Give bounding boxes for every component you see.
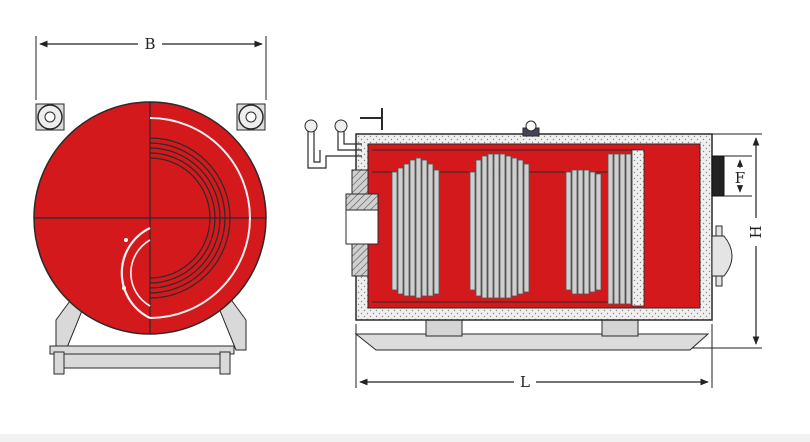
base-skid (354, 317, 710, 351)
dimension-f: F (724, 155, 752, 197)
dimension-f-label: F (735, 169, 745, 187)
front-view: B (33, 35, 267, 375)
lifting-lug-right (236, 103, 266, 131)
bottom-band (0, 434, 810, 442)
dimension-b: B (35, 35, 267, 100)
rear-inspection-cover (711, 225, 733, 287)
dimension-l-label: L (520, 373, 530, 391)
tube-bank-1 (391, 157, 440, 299)
inlet-pipes (307, 108, 383, 169)
front-inner-arc (120, 227, 151, 319)
tube-bank-3 (565, 169, 602, 295)
dimension-h-label: H (747, 225, 765, 238)
tube-bank-4 (607, 153, 632, 305)
top-nozzle (522, 120, 540, 137)
lifting-lug-left (35, 103, 65, 131)
dimension-h: H (692, 133, 765, 349)
valve-left (304, 119, 318, 133)
tube-bank-2 (469, 153, 530, 299)
valve-right (334, 119, 348, 133)
dimension-l: L (355, 324, 713, 391)
rear-refractory (631, 149, 645, 307)
side-view: F H L (304, 108, 765, 391)
front-coil-rings (149, 117, 251, 319)
dimension-b-label: B (144, 35, 155, 53)
flue-outlet (711, 155, 725, 197)
